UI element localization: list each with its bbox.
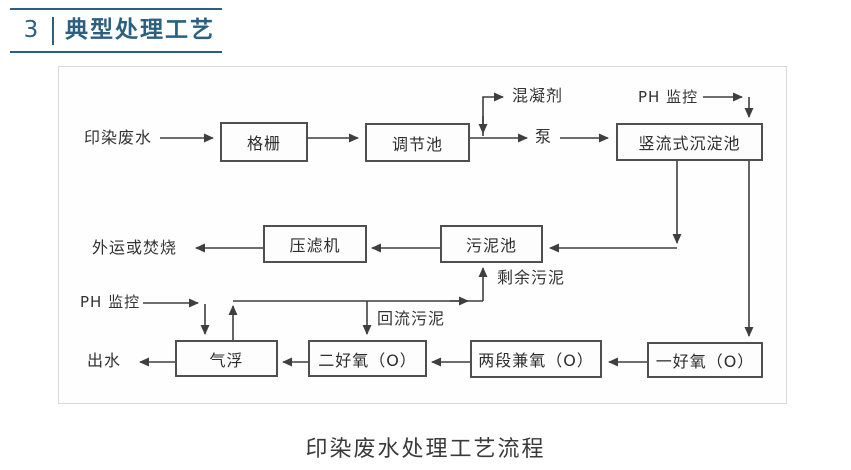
node-sludge-tank: 污泥池 [440, 225, 543, 263]
node-two-stage-facultative: 两段兼氧（O） [470, 340, 602, 378]
label-ph-monitor-top: PH 监控 [638, 88, 699, 106]
diagram-caption: 印染废水处理工艺流程 [305, 437, 546, 462]
label-coagulant: 混凝剂 [512, 86, 564, 105]
label-return-sludge: 回流污泥 [377, 309, 446, 328]
header-divider [52, 16, 54, 45]
section-number: 3 [23, 17, 39, 43]
section-header: 3 典型处理工艺 [10, 8, 222, 53]
label-excess-sludge: 剩余污泥 [497, 268, 566, 287]
label-influent: 印染废水 [84, 128, 153, 147]
node-regulating-tank: 调节池 [365, 123, 470, 162]
label-disposal: 外运或焚烧 [92, 238, 178, 257]
section-title: 典型处理工艺 [65, 17, 215, 43]
label-pump: 泵 [535, 127, 553, 146]
node-primary-aerobic: 一好氧（O） [647, 342, 763, 378]
node-sedimentation-tank: 竖流式沉淀池 [616, 123, 763, 161]
node-secondary-aerobic: 二好氧（O） [308, 340, 427, 377]
label-ph-monitor-bottom: PH 监控 [80, 293, 141, 311]
node-filter-press: 压滤机 [263, 225, 367, 263]
label-effluent: 出水 [87, 351, 122, 370]
node-air-flotation: 气浮 [175, 340, 278, 377]
node-grid-screen: 格栅 [220, 122, 308, 162]
